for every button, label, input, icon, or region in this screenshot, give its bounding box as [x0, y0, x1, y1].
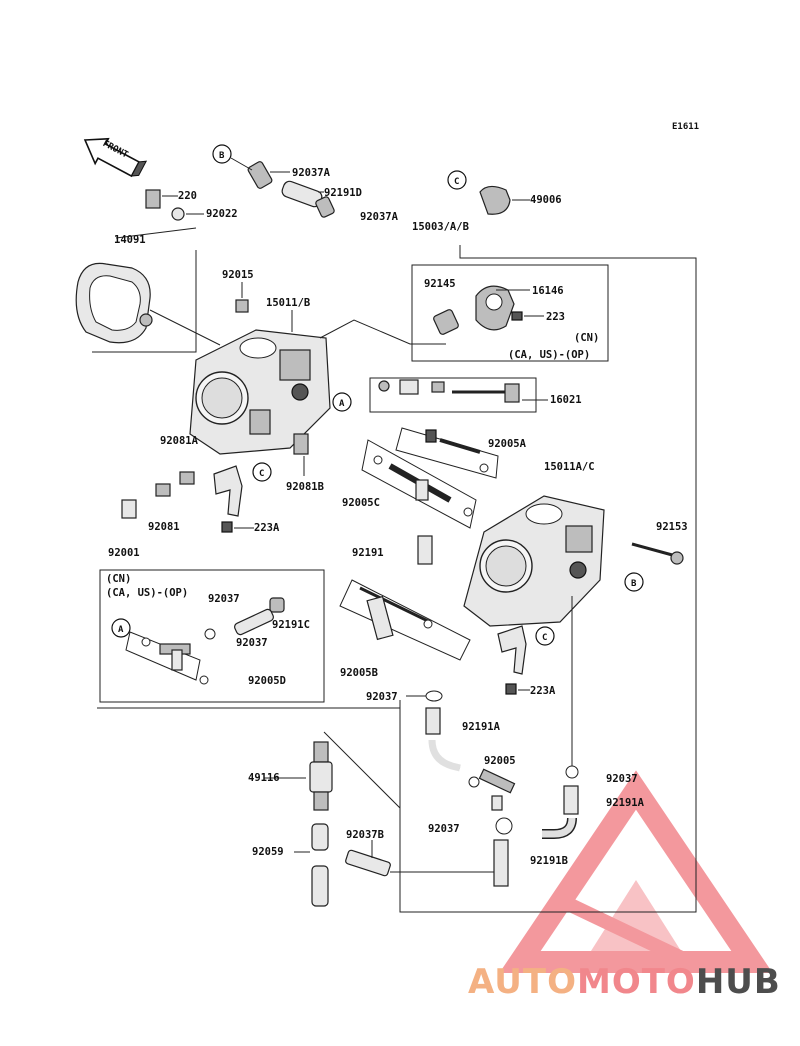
hose-92191D [212, 144, 335, 218]
label-49006: 49006 [530, 194, 562, 206]
inset-parts [111, 597, 285, 685]
front-arrow-icon [83, 137, 148, 178]
callout-B-lower: B [631, 579, 637, 589]
label-92001: 92001 [108, 547, 140, 559]
label-92037B: 92037B [346, 829, 384, 841]
watermark-hub: HUB [695, 962, 781, 1002]
watermark-auto: AUTO [468, 962, 577, 1002]
label-92037-box2: 92037 [236, 637, 268, 649]
label-92005D: 92005D [248, 675, 286, 687]
bracket-left [213, 462, 272, 533]
cover-14091 [75, 227, 221, 346]
label-92037-bottom: 92037 [428, 823, 460, 835]
bolt-220 [145, 189, 204, 221]
watermark-text: AUTOMOTOHUB [468, 962, 781, 1002]
label-92191D: 92191D [324, 187, 362, 199]
label-92191A: 92191A [462, 721, 501, 733]
callout-A-mid: A [339, 399, 345, 409]
bracket-right [497, 625, 555, 695]
hoses-92059 [294, 823, 494, 907]
note-cn-top: (CN) [574, 332, 599, 344]
springs-92081 [121, 433, 309, 519]
callout-C-left: C [259, 469, 264, 479]
callout-A-box: A [118, 625, 124, 635]
fuel-filter-49116 [264, 731, 401, 811]
label-92015: 92015 [222, 269, 254, 281]
note-op-box: (CA, US)-(OP) [106, 587, 188, 599]
fitting-92005B [339, 579, 471, 661]
label-92081: 92081 [148, 521, 180, 533]
label-92191B: 92191B [530, 855, 568, 867]
label-223A-left: 223A [254, 522, 280, 534]
throttle-sensor-16146 [433, 285, 544, 335]
hose-92191 [417, 535, 433, 565]
watermark-moto: MOTO [576, 962, 696, 1002]
label-92081B: 92081B [286, 481, 324, 493]
label-92081A: 92081A [160, 435, 199, 447]
label-92145: 92145 [424, 278, 456, 290]
label-92037-box1: 92037 [208, 593, 240, 605]
label-92037A-mid: 92037A [360, 211, 399, 223]
watermark-logo-shape [499, 770, 773, 973]
label-15003: 15003/A/B [412, 221, 469, 233]
label-15011B: 15011/B [266, 297, 310, 309]
label-92059: 92059 [252, 846, 284, 858]
label-92005A: 92005A [488, 438, 527, 450]
label-223-top: 223 [546, 311, 565, 323]
shaft-16021 [369, 377, 548, 413]
label-16021: 16021 [550, 394, 582, 406]
callout-C-right: C [542, 633, 547, 643]
label-223A-right: 223A [530, 685, 556, 697]
fitting-92005A [395, 427, 499, 479]
label-92191: 92191 [352, 547, 384, 559]
label-92153: 92153 [656, 521, 688, 533]
label-14091: 14091 [114, 234, 146, 246]
label-16146: 16146 [532, 285, 564, 297]
label-220: 220 [178, 190, 197, 202]
throttle-body-lower [463, 495, 684, 627]
label-92037-low: 92037 [366, 691, 398, 703]
label-92005C: 92005C [342, 497, 380, 509]
diagram-code: E1611 [672, 122, 699, 132]
assembly-frame [92, 245, 697, 913]
fitting-92005C [361, 439, 477, 529]
label-92037-right: 92037 [606, 773, 638, 785]
label-92005: 92005 [484, 755, 516, 767]
callout-B-top: B [219, 151, 225, 161]
part-49006 [447, 170, 530, 215]
lower-hoses [406, 596, 579, 887]
throttle-body-upper [189, 329, 331, 455]
label-92005B: 92005B [340, 667, 378, 679]
label-15011AC: 15011A/C [544, 461, 595, 473]
label-49116: 49116 [248, 772, 280, 784]
callout-C-top: C [454, 177, 459, 187]
label-92022: 92022 [206, 208, 238, 220]
note-op-top: (CA, US)-(OP) [508, 349, 590, 361]
label-92037A-top: 92037A [292, 167, 331, 179]
nut-92015 [235, 282, 249, 313]
label-92191A-low: 92191A [606, 797, 645, 809]
note-cn-box: (CN) [106, 573, 131, 585]
label-92191C: 92191C [272, 619, 310, 631]
